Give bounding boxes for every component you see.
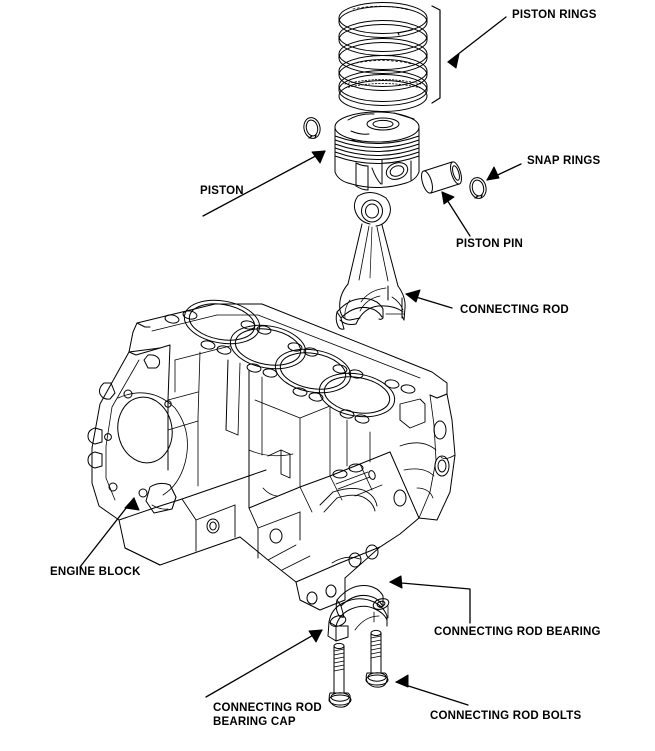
snap-ring-right-part <box>469 177 487 199</box>
leader-connecting-rod <box>405 289 453 309</box>
piston-rings-part <box>338 2 441 112</box>
label-connecting-rod-bearing-cap-line1: CONNECTING ROD <box>213 702 322 714</box>
leader-piston-pin <box>441 191 471 237</box>
label-connecting-rod-bearing-cap-line2: BEARING CAP <box>213 715 296 728</box>
engine-block-part <box>87 299 456 611</box>
connecting-rod-bearing-upper-part <box>335 298 384 330</box>
label-snap-rings: SNAP RINGS <box>527 155 601 167</box>
connecting-rod-bearing-cap-part <box>327 598 390 642</box>
connecting-rod-bolt-right-part <box>365 629 389 688</box>
label-piston-pin: PISTON PIN <box>456 238 523 250</box>
label-piston-rings: PISTON RINGS <box>512 9 597 21</box>
piston-pin-part <box>421 161 462 194</box>
leader-piston <box>202 150 326 217</box>
leader-connecting-rod-bolts <box>395 674 469 706</box>
leader-snap-rings <box>486 163 522 181</box>
leader-engine-block <box>79 497 140 568</box>
leader-connecting-rod-bearing <box>389 575 471 624</box>
label-connecting-rod: CONNECTING ROD <box>460 304 569 316</box>
leader-piston-rings <box>447 16 507 69</box>
connecting-rod-part <box>339 192 406 325</box>
piston-part <box>334 111 420 191</box>
snap-ring-left-part <box>303 117 321 139</box>
label-connecting-rod-bolts: CONNECTING ROD BOLTS <box>430 710 582 722</box>
label-connecting-rod-bearing: CONNECTING ROD BEARING <box>434 626 601 638</box>
label-engine-block: ENGINE BLOCK <box>50 566 141 578</box>
connecting-rod-bolt-left-part <box>328 642 352 708</box>
leader-connecting-rod-bearing-cap <box>205 629 323 698</box>
label-piston: PISTON <box>200 185 244 197</box>
